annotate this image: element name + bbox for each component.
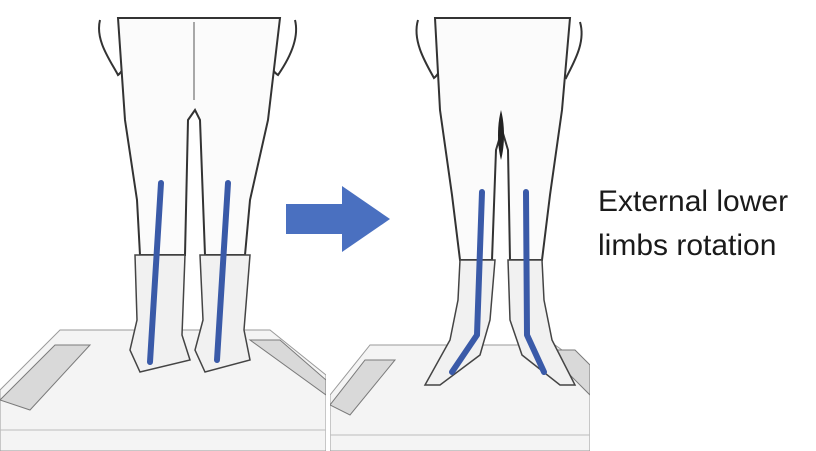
photo-before-rotation (0, 0, 326, 451)
trousers-outline (118, 18, 280, 255)
sketch-legs-rotated (330, 0, 590, 451)
caption: External lower limbs rotation (598, 180, 813, 268)
shoe-cover-left (130, 255, 190, 372)
caption-line-2: limbs rotation (598, 224, 813, 268)
photo-after-rotation (330, 0, 590, 451)
sketch-legs-neutral (0, 0, 326, 451)
caption-line-1: External lower (598, 180, 813, 224)
